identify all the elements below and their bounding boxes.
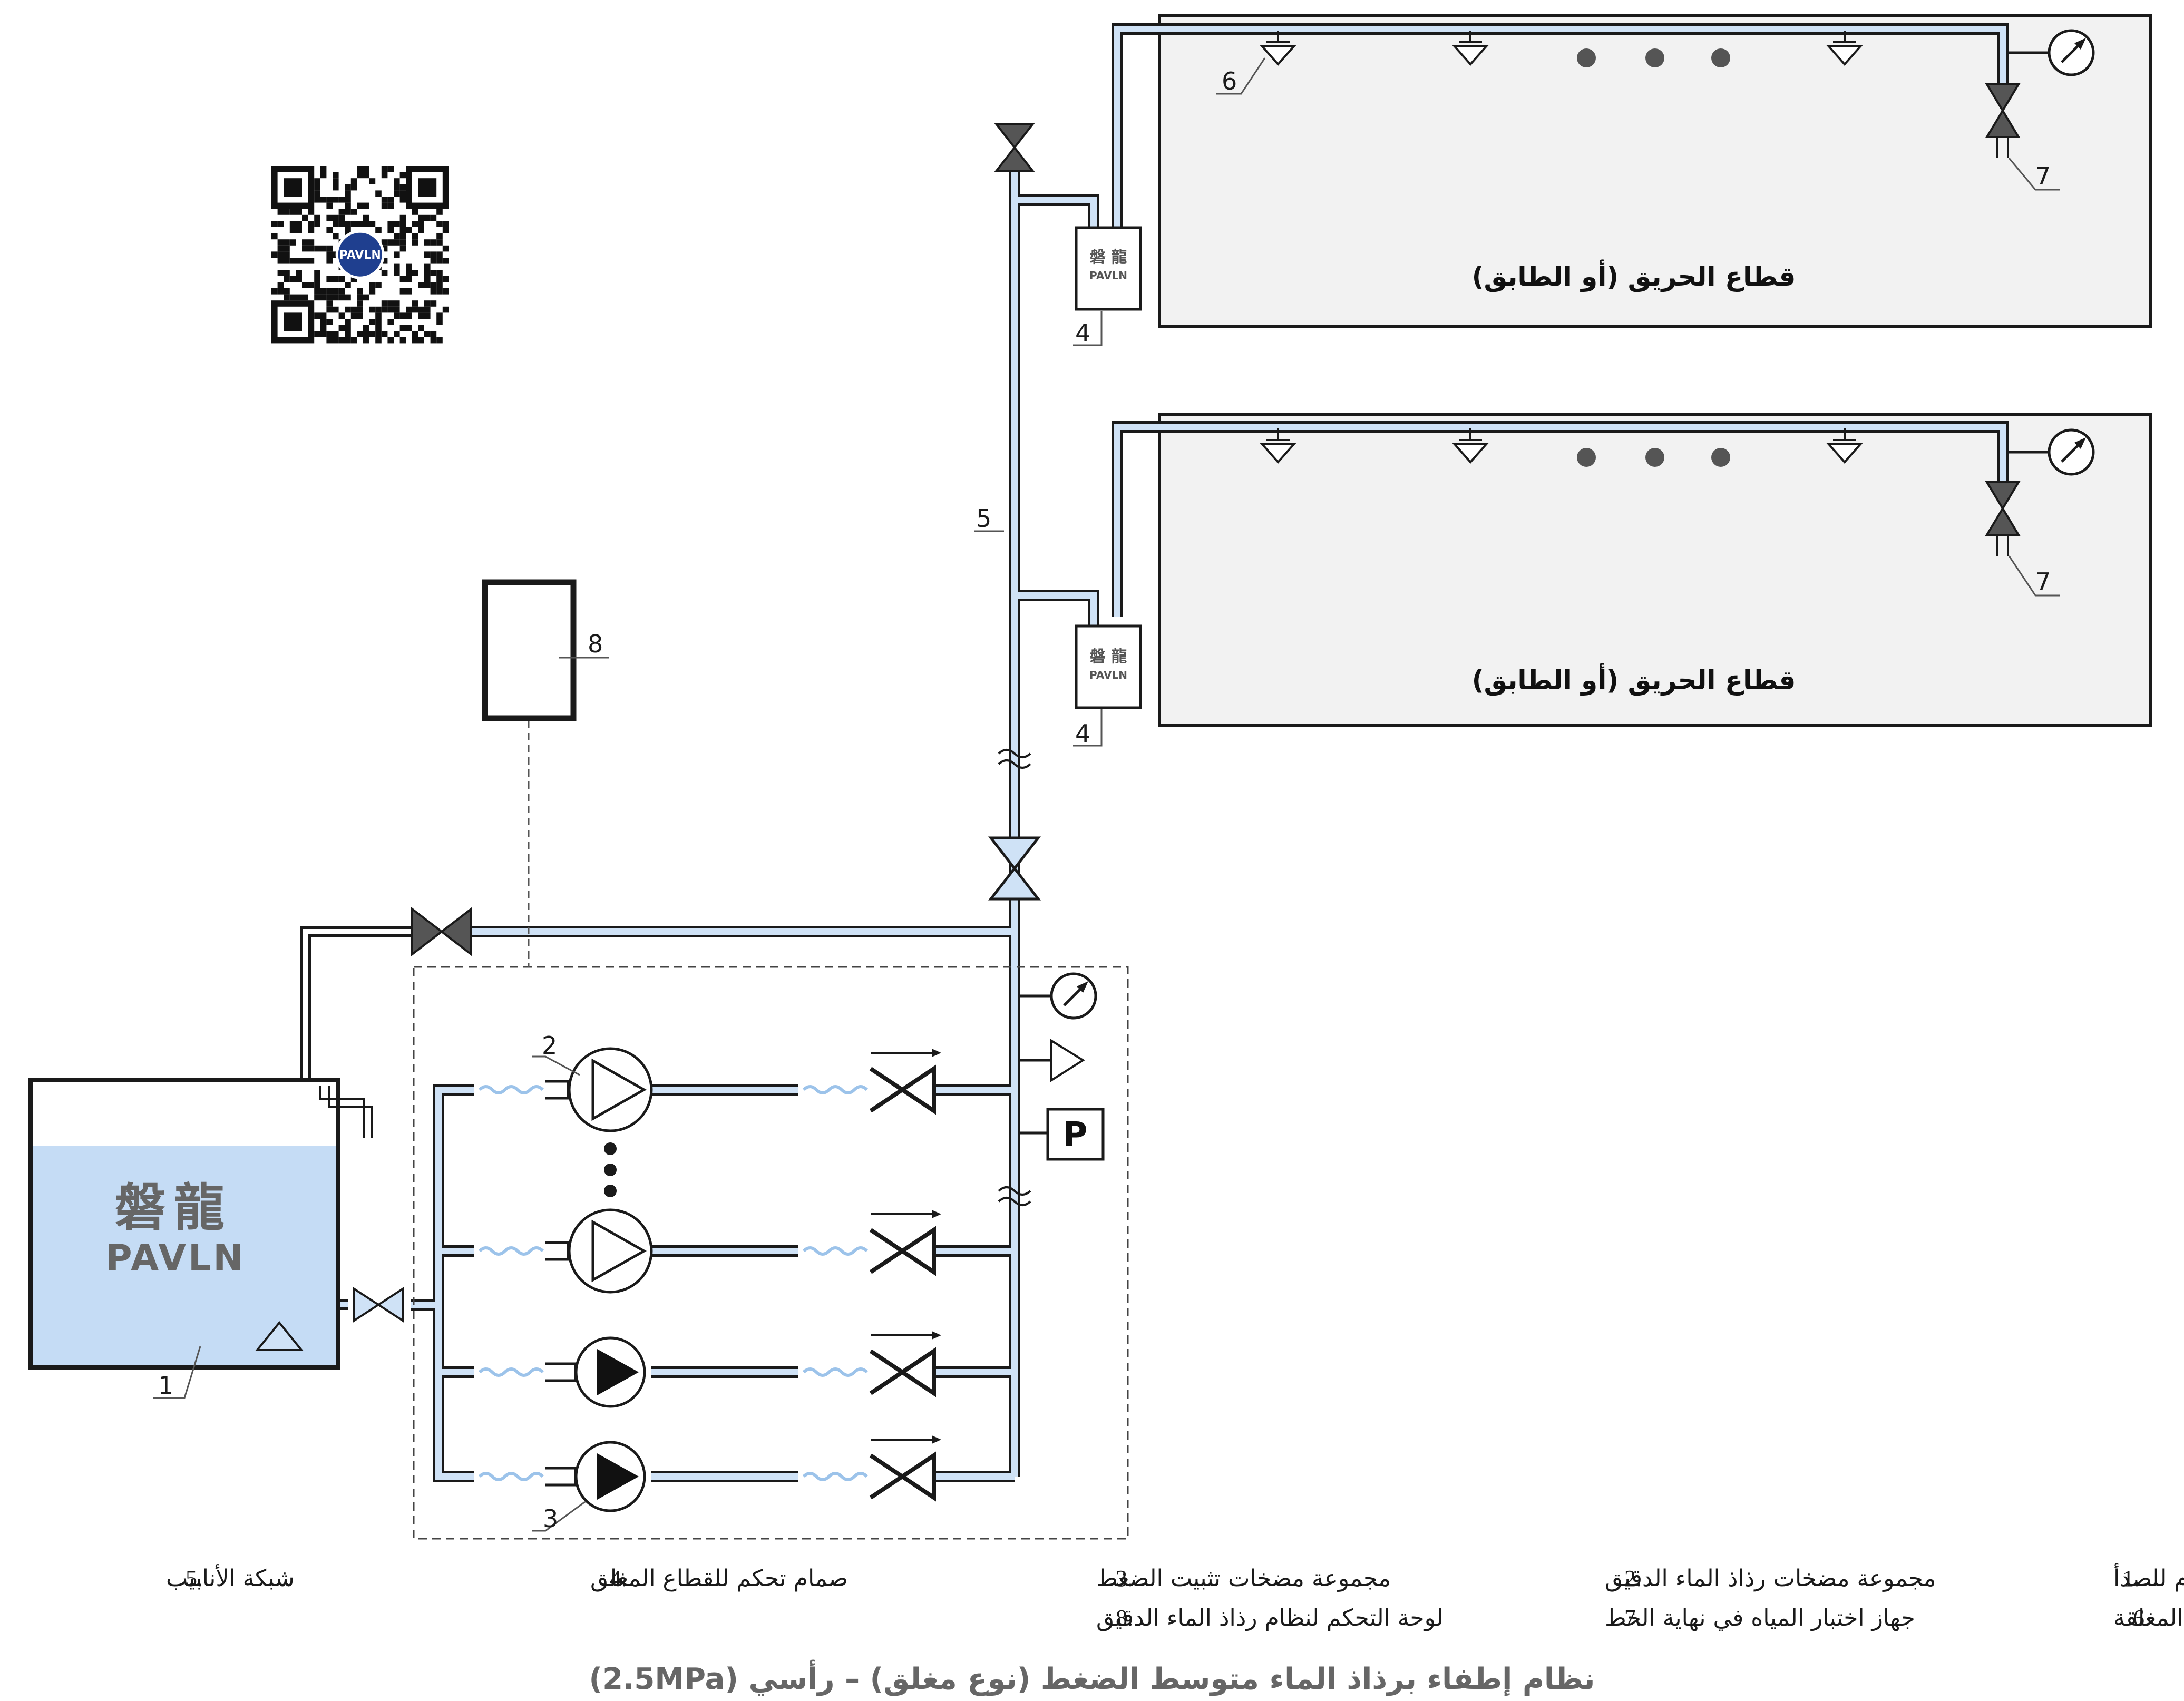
legend-8-num: 8. xyxy=(1116,1605,1133,1631)
callout-8: 8 xyxy=(588,630,603,658)
legend: 1. خزان مياه من الفولاذ المقاوم للصدأ 2.… xyxy=(166,1563,2184,1631)
zone-2-pressure-gauge-icon xyxy=(2049,430,2093,474)
continuation-dot xyxy=(1645,448,1664,467)
callout-3: 3 xyxy=(543,1504,558,1533)
pressure-switch xyxy=(1046,1108,1105,1161)
zone-valve-2-logo-en: PAVLN xyxy=(1089,669,1127,681)
callout-1: 1 xyxy=(158,1371,173,1400)
tank-suction-valve[interactable] xyxy=(353,1287,404,1323)
callout-2: 2 xyxy=(542,1031,557,1060)
legend-3-num: 3. xyxy=(1116,1566,1133,1591)
callout-4a: 4 xyxy=(1075,319,1090,347)
zone-valve-1-logo-en: PAVLN xyxy=(1089,269,1127,282)
callout-7b: 7 xyxy=(2035,568,2051,596)
continuation-dot xyxy=(1577,48,1596,67)
callout-5: 5 xyxy=(976,504,991,533)
water-tank: 磐龍 PAVLN xyxy=(28,1078,373,1370)
legend-1-text: خزان مياه من الفولاذ المقاوم للصدأ xyxy=(2113,1563,2184,1592)
zone-valve-1-logo-cn: 磐 龍 xyxy=(1090,248,1127,267)
legend-6-text: رشاشات رذاذ الماء الدقيق المغلقة xyxy=(2113,1605,2184,1631)
legend-4-num: 4. xyxy=(610,1566,627,1591)
legend-8-text: لوحة التحكم لنظام رذاذ الماء الدقيق xyxy=(1096,1605,1444,1631)
zone-1-sprinklers xyxy=(1261,30,1861,67)
callout-4b: 4 xyxy=(1075,719,1090,748)
relief-outlet-icon xyxy=(1050,1039,1085,1082)
check-valve-4 xyxy=(871,1435,941,1498)
check-valve-1 xyxy=(871,1049,941,1111)
jockey-pump-2[interactable] xyxy=(574,1441,646,1512)
legend-6-num: 6. xyxy=(2133,1605,2150,1631)
pump-pressure-gauge-icon xyxy=(1051,974,1096,1018)
legend-5-num: 5. xyxy=(186,1566,203,1591)
qr-code: PAVLN xyxy=(271,166,449,344)
check-valve-2 xyxy=(871,1210,941,1272)
pipe-network xyxy=(274,23,2008,1482)
diagram-title: نظام إطفاء برذاذ الماء متوسط الضغط (نوع … xyxy=(589,1659,1595,1696)
qr-logo-text: PAVLN xyxy=(339,249,381,262)
callouts xyxy=(153,57,2060,1532)
check-valve-3 xyxy=(871,1331,941,1393)
riser-isolation-valve[interactable] xyxy=(988,836,1041,901)
fire-zone-1-label: قطاع الحريق (أو الطابق) xyxy=(1472,259,1796,292)
legend-7-num: 7. xyxy=(1624,1605,1642,1631)
zone-1-pressure-gauge-icon xyxy=(2049,31,2093,75)
end-test-valve-2[interactable] xyxy=(1985,481,2021,556)
zone-valve-2-logo-cn: 磐 龍 xyxy=(1090,648,1127,666)
legend-2-num: 2. xyxy=(1624,1566,1642,1591)
flex-connectors xyxy=(480,1087,867,1480)
control-panel[interactable] xyxy=(482,579,577,721)
legend-1-num: 1. xyxy=(2122,1566,2140,1591)
zone-control-valve-2[interactable]: 磐 龍 PAVLN xyxy=(1075,624,1142,709)
mist-pump-2[interactable] xyxy=(568,1208,653,1294)
pipe-break-marks xyxy=(998,749,1031,1206)
legend-4-text: صمام تحكم للقطاع المغلق xyxy=(590,1565,848,1592)
callout-6: 6 xyxy=(1222,67,1237,95)
jockey-pump-1[interactable] xyxy=(574,1336,646,1408)
legend-3-text: مجموعة مضخات تثبيت الضغط xyxy=(1096,1565,1391,1592)
pump-skid-enclosure xyxy=(413,966,1129,1540)
end-test-valve-1[interactable] xyxy=(1985,83,2021,158)
fire-zone-2-label: قطاع الحريق (أو الطابق) xyxy=(1472,663,1796,696)
continuation-dot xyxy=(1711,48,1730,67)
zone-control-valve-1[interactable]: 磐 龍 PAVLN xyxy=(1075,226,1142,311)
callout-7a: 7 xyxy=(2035,162,2051,190)
continuation-dot xyxy=(1645,48,1664,67)
mist-pump-1[interactable] xyxy=(568,1047,653,1132)
tank-logo-en: PAVLN xyxy=(106,1237,245,1279)
header-return-valve[interactable] xyxy=(411,906,472,957)
fire-zone-1 xyxy=(1158,14,2152,328)
continuation-dot xyxy=(1577,448,1596,467)
pressure-switch-label: P xyxy=(1063,1116,1088,1155)
zone-2-sprinklers xyxy=(1261,427,1861,467)
legend-5-text: شبكة الأنابيب xyxy=(166,1563,295,1592)
riser-top-valve[interactable] xyxy=(993,123,1036,172)
pump-continuation-dots xyxy=(604,1142,617,1197)
legend-2-text: مجموعة مضخات رذاذ الماء الدقيق xyxy=(1605,1565,1936,1592)
legend-7-text: جهاز اختبار المياه في نهاية الخط xyxy=(1605,1605,1915,1631)
continuation-dot xyxy=(1711,448,1730,467)
tank-logo-cn: 磐龍 xyxy=(115,1178,233,1237)
